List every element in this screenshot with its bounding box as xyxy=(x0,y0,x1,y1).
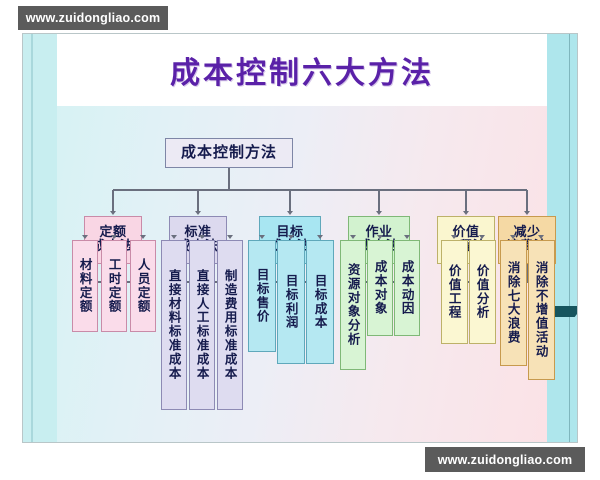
node-leaf-2-3[interactable]: 制造费用标准成本 xyxy=(217,240,243,410)
node-leaf-2-2[interactable]: 直接人工标准成本 xyxy=(189,240,215,410)
connector-arrow-icon xyxy=(170,235,177,239)
connector-arrow-icon xyxy=(287,235,294,239)
connector-arrow-icon xyxy=(198,235,205,239)
slide-left-band xyxy=(23,34,57,442)
node-leaf-5-2[interactable]: 价值分析 xyxy=(468,240,496,344)
node-root[interactable]: 成本控制方法 xyxy=(165,138,293,168)
connector-line-vertical xyxy=(526,264,528,282)
node-leaf-2-1[interactable]: 直接材料标准成本 xyxy=(161,240,187,410)
connector-arrow-icon xyxy=(375,211,382,215)
node-leaf-1-3[interactable]: 人员定额 xyxy=(130,240,156,332)
title-strip: 成本控制六大方法 xyxy=(57,34,547,106)
watermark-top-url: www.zuidongliao.com xyxy=(18,6,168,30)
connector-line-horizontal xyxy=(454,281,482,283)
node-leaf-4-1[interactable]: 资源对象分析 xyxy=(340,240,366,370)
connector-line-horizontal xyxy=(513,281,541,283)
connector-arrow-icon xyxy=(349,235,356,239)
node-leaf-3-3[interactable]: 目标成本 xyxy=(306,240,334,364)
connector-arrow-icon xyxy=(286,211,293,215)
connector-arrow-icon xyxy=(509,235,516,239)
connector-arrow-icon xyxy=(109,211,116,215)
node-leaf-3-2[interactable]: 目标利润 xyxy=(277,240,305,364)
connector-arrow-icon xyxy=(450,235,457,239)
connector-arrow-icon xyxy=(523,211,530,215)
node-leaf-4-2[interactable]: 成本对象 xyxy=(367,240,393,336)
connector-arrow-icon xyxy=(194,211,201,215)
connector-line-vertical xyxy=(228,168,230,190)
connector-arrow-icon xyxy=(537,235,544,239)
connector-line-vertical xyxy=(378,190,380,211)
diagram-canvas: 成本控制方法定额成本法材料定额工时定额人员定额标准成本法直接材料标准成本直接人工… xyxy=(57,106,556,442)
connector-arrow-icon xyxy=(110,235,117,239)
connector-arrow-icon xyxy=(226,235,233,239)
connector-line-vertical xyxy=(289,190,291,211)
slide-right-accent-line xyxy=(568,34,570,442)
node-leaf-6-2[interactable]: 消除不增值活动 xyxy=(527,240,555,380)
node-leaf-1-1[interactable]: 材料定额 xyxy=(72,240,98,332)
connector-arrow-icon xyxy=(316,235,323,239)
connector-line-vertical xyxy=(197,190,199,211)
connector-arrow-icon xyxy=(403,235,410,239)
node-leaf-1-2[interactable]: 工时定额 xyxy=(101,240,127,332)
connector-arrow-icon xyxy=(376,235,383,239)
connector-arrow-icon xyxy=(462,211,469,215)
node-leaf-6-1[interactable]: 消除七大浪费 xyxy=(499,240,527,366)
page-title: 成本控制六大方法 xyxy=(170,56,434,91)
slide: 成本控制六大方法 成本控制方法定额成本法材料定额工时定额人员定额标准成本法直接材… xyxy=(22,33,578,443)
node-leaf-3-1[interactable]: 目标售价 xyxy=(248,240,276,352)
connector-line-horizontal xyxy=(113,189,527,191)
node-leaf-4-3[interactable]: 成本动因 xyxy=(394,240,420,336)
connector-line-vertical xyxy=(526,190,528,211)
watermark-bottom-url: www.zuidongliao.com xyxy=(425,447,585,472)
connector-line-vertical xyxy=(112,190,114,211)
connector-line-vertical xyxy=(465,190,467,211)
connector-arrow-icon xyxy=(258,235,265,239)
connector-arrow-icon xyxy=(81,235,88,239)
connector-arrow-icon xyxy=(478,235,485,239)
connector-arrow-icon xyxy=(139,235,146,239)
node-leaf-5-1[interactable]: 价值工程 xyxy=(440,240,468,344)
slide-left-accent-line xyxy=(31,34,33,442)
